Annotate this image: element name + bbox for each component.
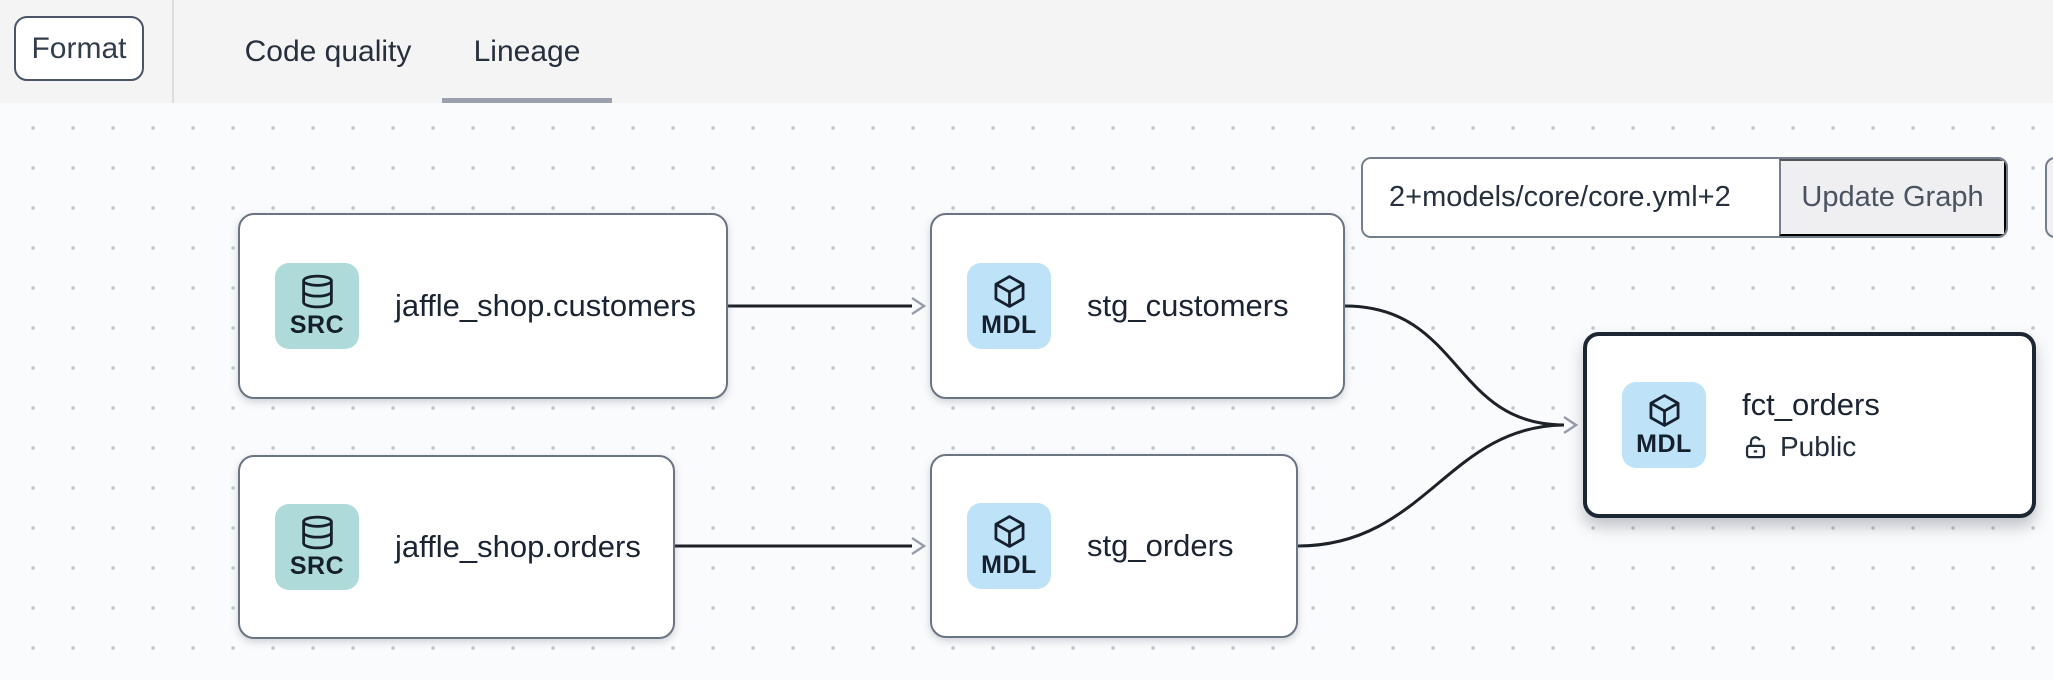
tab-active-underline [442,98,612,103]
source-badge: SRC [275,263,359,349]
node-title: fct_orders [1742,387,1880,422]
arrowhead-icon [1563,415,1579,435]
top-toolbar: Format Code quality Lineage [0,0,2053,103]
tab-lineage-label: Lineage [473,34,581,68]
tab-code-quality-label: Code quality [244,34,412,68]
format-button[interactable]: Format [14,16,144,81]
lineage-canvas[interactable]: SRC jaffle_shop.customers MDL stg_custom… [0,103,2053,680]
update-graph-button[interactable]: Update Graph [1779,159,2006,236]
database-icon [301,515,333,549]
node-access-label: Public [1780,431,1857,462]
cube-icon [994,274,1024,308]
node-stg-customers[interactable]: MDL stg_customers [930,213,1345,399]
model-badge: MDL [967,263,1051,349]
node-type-label: MDL [1636,429,1692,458]
toolbar-divider [172,0,174,103]
node-stg-orders[interactable]: MDL stg_orders [930,454,1298,638]
database-icon [301,274,333,308]
lineage-edges [675,296,1579,556]
cube-icon [1649,393,1679,427]
lock-open-icon [1745,435,1766,458]
cube-icon [994,514,1024,548]
node-title: jaffle_shop.customers [395,288,696,323]
tab-code-quality[interactable]: Code quality [226,0,430,103]
source-badge: SRC [275,504,359,590]
arrowhead-icon [911,296,927,316]
node-title: stg_orders [1087,528,1234,563]
edge-stg-orders-to-fct-orders [1297,423,1565,548]
node-jaffle-shop-orders[interactable]: SRC jaffle_shop.orders [238,455,675,639]
node-type-label: SRC [289,551,345,580]
clipped-edge-button[interactable] [2045,157,2053,238]
node-type-label: MDL [981,310,1037,339]
node-jaffle-shop-customers[interactable]: SRC jaffle_shop.customers [238,213,728,399]
model-badge: MDL [1622,382,1706,468]
graph-selector-group: Update Graph [1361,157,2008,238]
node-title: jaffle_shop.orders [395,529,641,564]
graph-selector-input[interactable] [1363,159,1779,236]
arrowhead-icon [911,536,927,556]
tab-lineage[interactable]: Lineage [442,0,612,103]
edge-stg-customers-to-fct-orders [1344,304,1565,427]
node-type-label: MDL [981,550,1037,579]
node-fct-orders[interactable]: MDL fct_orders Public [1583,332,2036,518]
node-type-label: SRC [289,310,345,339]
node-access: Public [1742,431,1880,463]
model-badge: MDL [967,503,1051,589]
node-title: stg_customers [1087,288,1289,323]
